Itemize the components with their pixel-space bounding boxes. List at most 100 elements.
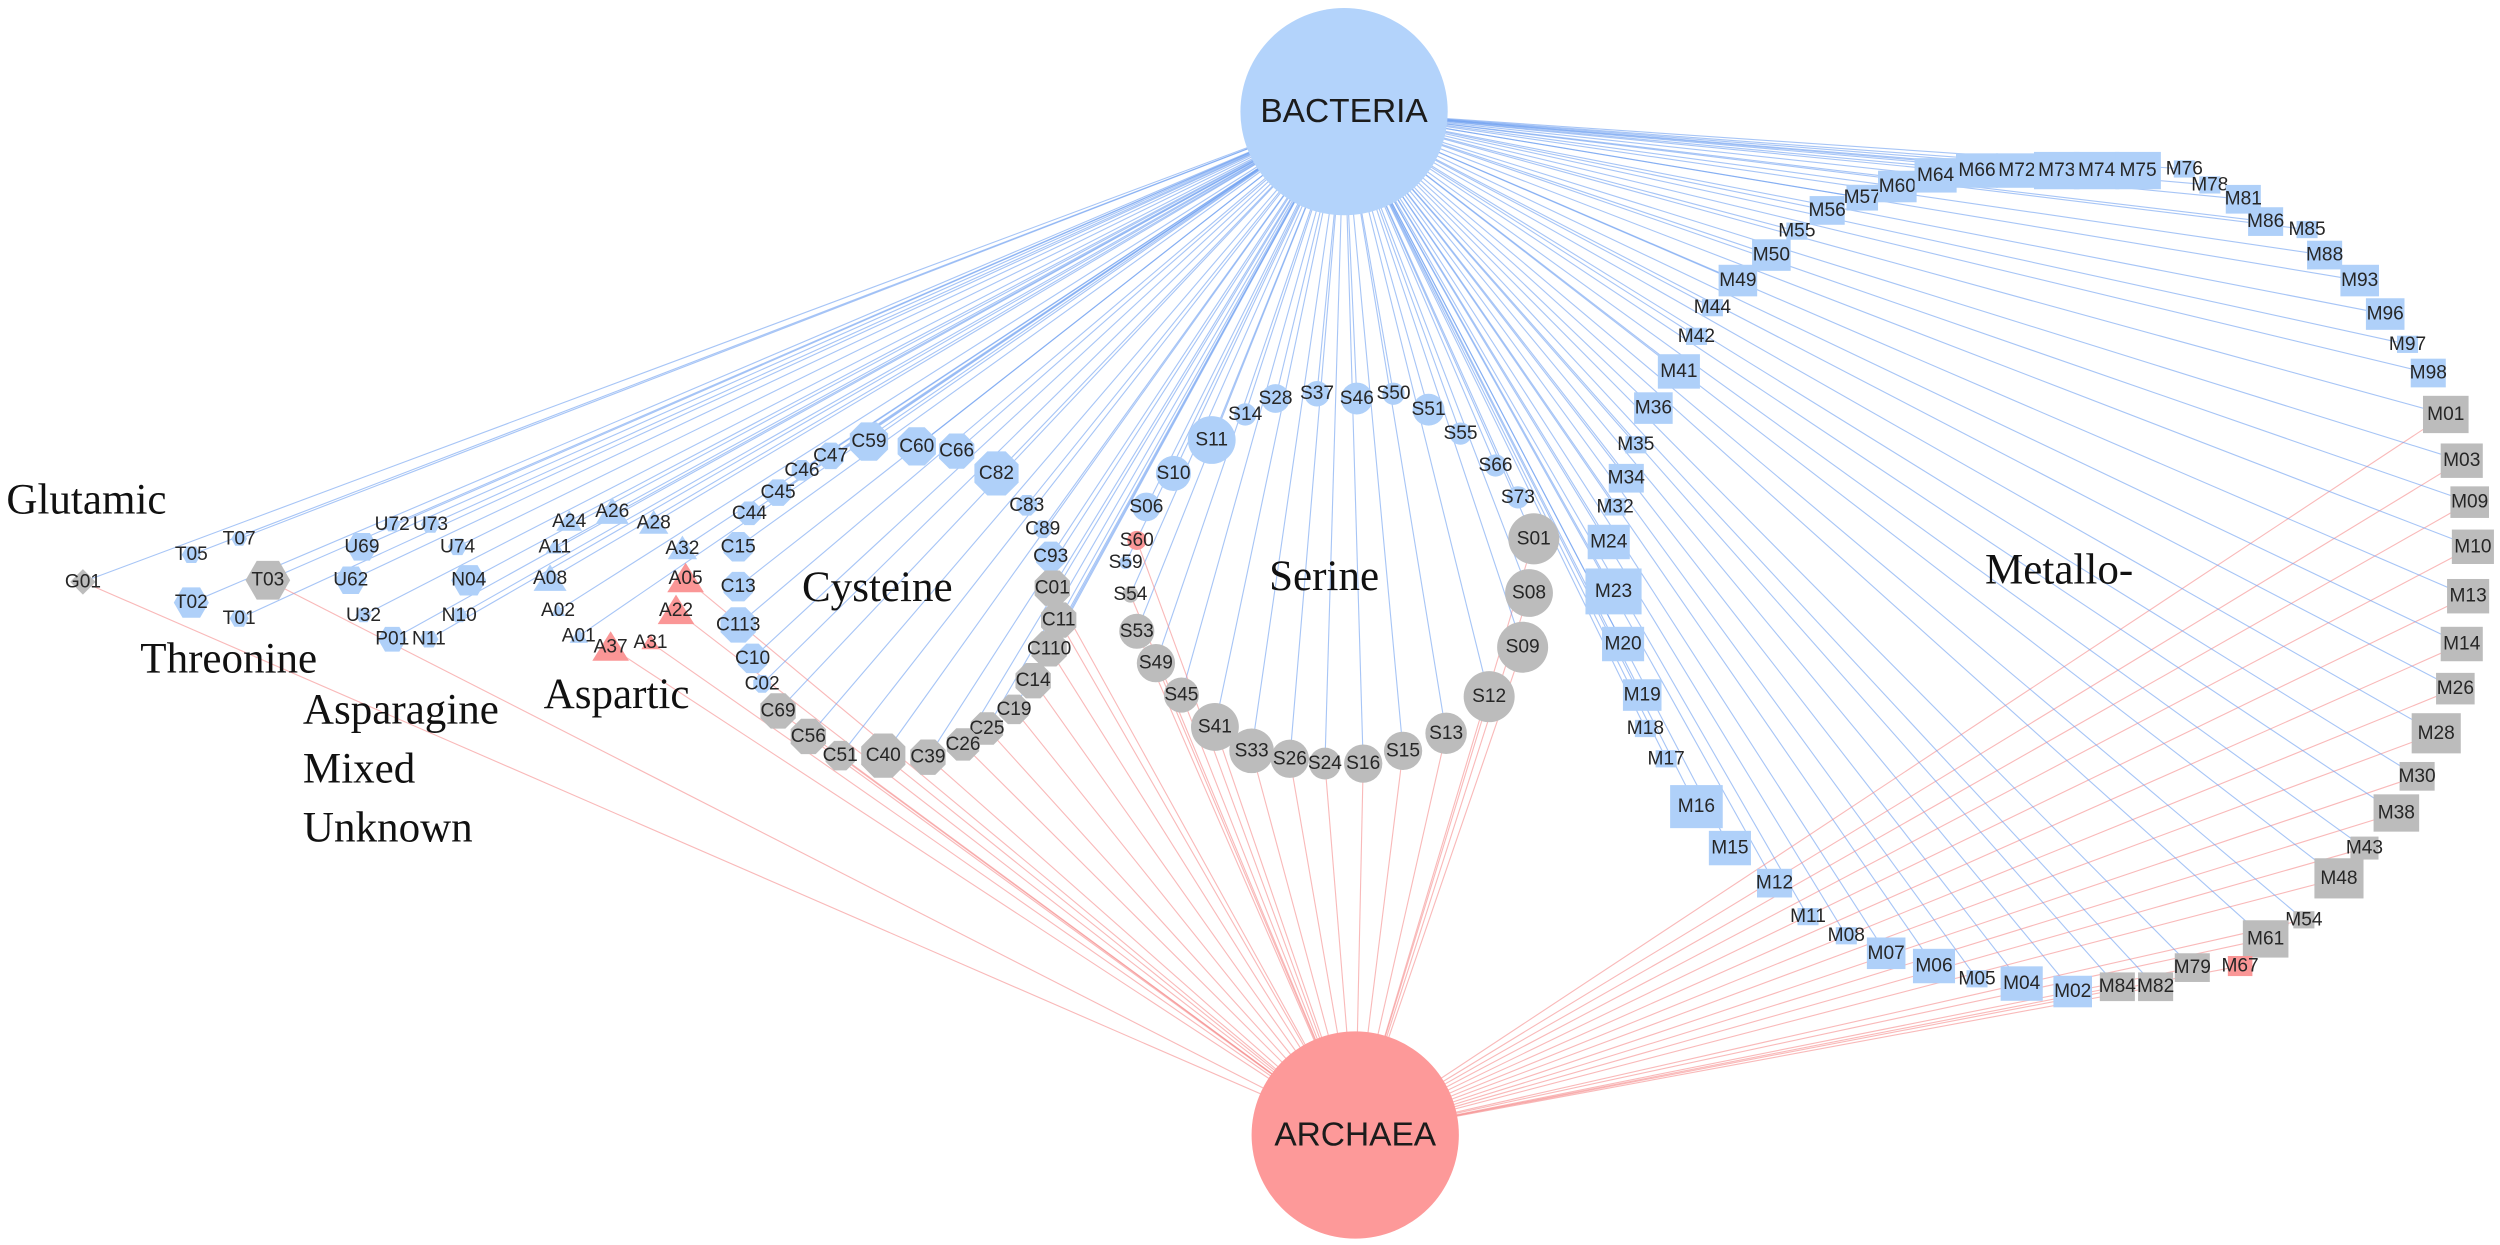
- bacteria-edge: [752, 111, 1345, 659]
- square-node-shape: [1866, 937, 1906, 970]
- node-a22: A22: [657, 594, 695, 625]
- node-label: M82: [2137, 976, 2174, 997]
- node-label: S01: [1517, 528, 1551, 549]
- circle-node-shape: [1119, 556, 1133, 570]
- bacteria-edge: [1343, 111, 2470, 503]
- circle-node-shape: [1412, 393, 1445, 426]
- node-s60: S60: [1120, 530, 1154, 551]
- octagon-node-shape: [737, 501, 762, 526]
- node-s55: S55: [1443, 422, 1477, 445]
- node-m48: M48: [2314, 858, 2364, 899]
- triangle-node-shape: [657, 594, 695, 625]
- archaea-edge: [1355, 847, 2365, 1136]
- node-m32: M32: [1597, 496, 1634, 517]
- hexagon-node-shape: [231, 531, 248, 546]
- square-node-shape: [2033, 151, 2080, 190]
- square-node-shape: [2073, 151, 2120, 190]
- node-m79: M79: [2174, 953, 2211, 982]
- square-node-shape: [2373, 794, 2420, 832]
- archaea-edge: [1355, 643, 2462, 1136]
- node-label: M30: [2398, 766, 2435, 787]
- hexagon-node-shape: [377, 626, 407, 652]
- node-m11: M11: [1790, 906, 1826, 927]
- node-label: M97: [2389, 334, 2426, 355]
- node-s16: S16: [1344, 744, 1383, 783]
- node-label: M55: [1778, 221, 1815, 242]
- node-label: C02: [745, 673, 780, 694]
- node-m75: M75: [2115, 151, 2161, 190]
- node-s37: S37: [1300, 380, 1334, 407]
- bacteria-hub-label: BACTERIA: [1260, 93, 1428, 130]
- node-label: M15: [1711, 838, 1748, 859]
- bacteria-edge: [1343, 111, 2408, 345]
- square-node-shape: [2173, 160, 2195, 178]
- node-label: U69: [344, 536, 379, 557]
- node-m61: M61: [2242, 920, 2289, 958]
- node-m35: M35: [1617, 434, 1654, 455]
- square-node-shape: [2410, 358, 2446, 388]
- node-label: C51: [823, 745, 858, 766]
- node-c40: C40: [861, 733, 906, 778]
- triangle-node-shape: [641, 634, 660, 650]
- node-m34: M34: [1608, 463, 1645, 493]
- family-label-cysteine: Cysteine: [802, 564, 953, 611]
- circle-node-shape: [1229, 728, 1274, 774]
- node-label: C59: [851, 431, 886, 452]
- node-m05: M05: [1958, 968, 1995, 989]
- square-node-shape: [1634, 392, 1673, 424]
- archaea-edge: [1354, 595, 2469, 1136]
- square-node-shape: [1912, 948, 1956, 984]
- node-s33: S33: [1229, 728, 1274, 774]
- circle-node-shape: [1340, 382, 1373, 415]
- bacteria-edge: [191, 111, 1345, 604]
- node-label: M11: [1790, 906, 1826, 927]
- node-label: A37: [594, 637, 628, 658]
- node-label: M42: [1678, 326, 1715, 347]
- node-m17: M17: [1648, 748, 1685, 769]
- bacteria-edge: [1289, 111, 1345, 759]
- octagon-node-shape: [790, 718, 827, 755]
- node-t07: T07: [223, 528, 256, 549]
- bacteria-edge: [737, 111, 1345, 588]
- octagon-node-shape: [825, 740, 855, 771]
- node-label: C25: [969, 718, 1004, 739]
- node-label: M18: [1627, 718, 1664, 739]
- bacteria-edge: [363, 111, 1345, 616]
- bacteria-edge: [391, 111, 1345, 525]
- node-m93: M93: [2340, 264, 2379, 297]
- square-node-shape: [1995, 153, 2038, 188]
- node-c110: C110: [1027, 631, 1071, 667]
- node-label: A32: [665, 538, 699, 559]
- archaea-edge: [1355, 877, 2340, 1136]
- node-label: C39: [910, 747, 945, 768]
- node-label: M36: [1635, 398, 1672, 419]
- node-a26: A26: [595, 497, 629, 524]
- bacteria-edge: [927, 111, 1345, 758]
- archaea-edge: [1354, 460, 2463, 1136]
- node-m43: M43: [2346, 836, 2383, 860]
- node-label: M38: [2378, 802, 2415, 823]
- triangle-node-shape: [639, 510, 669, 534]
- node-label: M26: [2437, 678, 2474, 699]
- node-u74: U74: [440, 536, 475, 557]
- archaea-edge: [1355, 986, 2156, 1136]
- circle-node-shape: [1119, 613, 1155, 649]
- bacteria-edge: [1344, 111, 2308, 231]
- node-m96: M96: [2365, 298, 2405, 330]
- octagon-node-shape: [1040, 602, 1077, 638]
- node-s41: S41: [1191, 703, 1239, 751]
- bacteria-edge: [1343, 111, 2429, 374]
- node-label: M79: [2174, 957, 2211, 978]
- node-label: M57: [1844, 187, 1881, 208]
- octagon-node-shape: [1015, 663, 1051, 699]
- node-s12: S12: [1463, 671, 1515, 723]
- circle-node-shape: [1508, 513, 1560, 565]
- hexagon-node-shape: [419, 630, 439, 648]
- bacteria-edge: [554, 111, 1345, 548]
- node-s46: S46: [1340, 382, 1374, 415]
- circle-node-shape: [1234, 403, 1257, 426]
- archaea-edge: [1354, 414, 2447, 1136]
- node-label: M43: [2346, 838, 2383, 859]
- octagon-node-shape: [1033, 520, 1052, 539]
- family-label-asparagine: Asparagine: [303, 687, 499, 734]
